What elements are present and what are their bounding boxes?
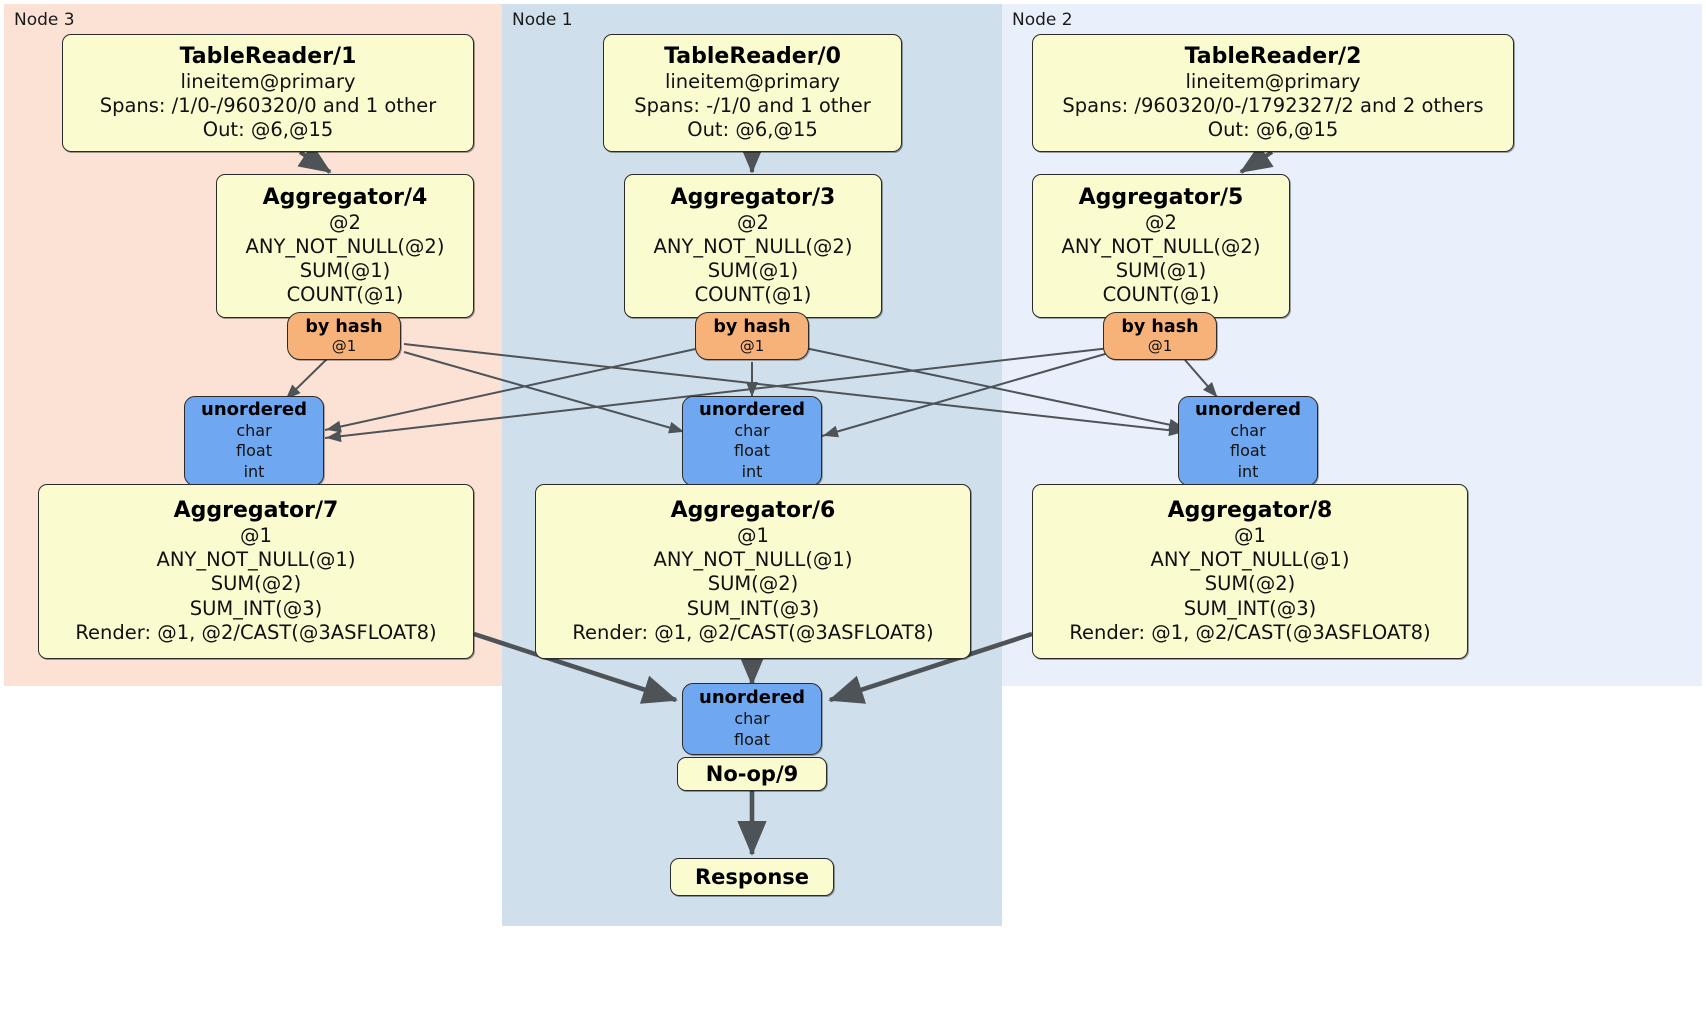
panel-node3-label: Node 3 — [14, 10, 75, 30]
table-reader-node1-out: Out: @6,@15 — [687, 118, 818, 142]
table-reader-node2-out: Out: @6,@15 — [1207, 118, 1339, 142]
table-reader-node3-table: lineitem@primary — [180, 69, 356, 93]
stream-unordered-node1-t3: int — [741, 462, 763, 482]
aggregator-8-agg3: SUM_INT(@3) — [1183, 596, 1317, 620]
aggregator-4-title: Aggregator/4 — [262, 184, 428, 210]
aggregator-8-group: @1 — [1234, 524, 1266, 548]
stream-unordered-final-title: unordered — [699, 687, 805, 709]
aggregator-6-render: Render: @1, @2/CAST(@3ASFLOAT8) — [572, 620, 934, 644]
stream-unordered-node3-t1: char — [236, 420, 272, 440]
aggregator-6-agg3: SUM_INT(@3) — [686, 596, 820, 620]
aggregator-4-agg1: ANY_NOT_NULL(@2) — [245, 234, 445, 258]
aggregator-4-group: @2 — [329, 210, 361, 234]
stream-unordered-final-t2: float — [734, 729, 770, 749]
stream-unordered-node3-t2: float — [236, 441, 272, 461]
table-reader-node2[interactable]: TableReader/2 lineitem@primary Spans: /9… — [1032, 34, 1514, 152]
stream-unordered-node1-t1: char — [734, 420, 770, 440]
aggregator-3-agg3: COUNT(@1) — [694, 283, 812, 307]
aggregator-8[interactable]: Aggregator/8 @1 ANY_NOT_NULL(@1) SUM(@2)… — [1032, 484, 1468, 659]
router-by-hash-node2[interactable]: by hash @1 — [1103, 312, 1217, 360]
table-reader-node1-title: TableReader/0 — [664, 43, 841, 69]
stream-unordered-node1-t2: float — [734, 441, 770, 461]
router-by-hash-node2-title: by hash — [1121, 316, 1199, 337]
no-op-9-title: No-op/9 — [705, 761, 799, 786]
aggregator-6[interactable]: Aggregator/6 @1 ANY_NOT_NULL(@1) SUM(@2)… — [535, 484, 971, 659]
aggregator-6-title: Aggregator/6 — [670, 498, 836, 524]
response-node[interactable]: Response — [670, 858, 834, 896]
table-reader-node1-spans: Spans: -/1/0 and 1 other — [634, 93, 871, 117]
stream-unordered-node2-t1: char — [1230, 420, 1266, 440]
stream-unordered-node2-t2: float — [1230, 441, 1266, 461]
aggregator-7-agg2: SUM(@2) — [210, 572, 302, 596]
aggregator-6-agg2: SUM(@2) — [707, 572, 799, 596]
stream-unordered-node3[interactable]: unordered char float int — [184, 396, 324, 486]
aggregator-3[interactable]: Aggregator/3 @2 ANY_NOT_NULL(@2) SUM(@1)… — [624, 174, 882, 318]
router-by-hash-node3-title: by hash — [305, 316, 383, 337]
stream-unordered-node1[interactable]: unordered char float int — [682, 396, 822, 486]
aggregator-6-group: @1 — [737, 524, 769, 548]
aggregator-3-agg2: SUM(@1) — [707, 258, 799, 282]
panel-node1-label: Node 1 — [512, 10, 573, 30]
aggregator-7-title: Aggregator/7 — [173, 498, 339, 524]
router-by-hash-node1-title: by hash — [713, 316, 791, 337]
aggregator-8-agg2: SUM(@2) — [1204, 572, 1296, 596]
router-by-hash-node3-col: @1 — [331, 337, 357, 356]
aggregator-5-agg3: COUNT(@1) — [1102, 283, 1220, 307]
router-by-hash-node1[interactable]: by hash @1 — [695, 312, 809, 360]
aggregator-7-agg3: SUM_INT(@3) — [189, 596, 323, 620]
no-op-9[interactable]: No-op/9 — [677, 757, 827, 791]
aggregator-3-agg1: ANY_NOT_NULL(@2) — [653, 234, 853, 258]
aggregator-4-agg3: COUNT(@1) — [286, 283, 404, 307]
table-reader-node3-title: TableReader/1 — [179, 43, 357, 69]
stream-unordered-final-t1: char — [734, 709, 770, 728]
aggregator-5[interactable]: Aggregator/5 @2 ANY_NOT_NULL(@2) SUM(@1)… — [1032, 174, 1290, 318]
aggregator-6-agg1: ANY_NOT_NULL(@1) — [653, 548, 853, 572]
aggregator-8-agg1: ANY_NOT_NULL(@1) — [1150, 548, 1350, 572]
table-reader-node3-spans: Spans: /1/0-/960320/0 and 1 other — [99, 93, 437, 117]
table-reader-node3[interactable]: TableReader/1 lineitem@primary Spans: /1… — [62, 34, 474, 152]
stream-unordered-node2-title: unordered — [1195, 399, 1301, 420]
table-reader-node3-out: Out: @6,@15 — [202, 118, 334, 142]
aggregator-3-group: @2 — [737, 210, 769, 234]
aggregator-7-agg1: ANY_NOT_NULL(@1) — [156, 548, 356, 572]
stream-unordered-node3-t3: int — [243, 462, 265, 482]
aggregator-5-group: @2 — [1145, 210, 1177, 234]
aggregator-7-render: Render: @1, @2/CAST(@3ASFLOAT8) — [75, 620, 437, 644]
stream-unordered-node2-t3: int — [1237, 462, 1259, 482]
table-reader-node1[interactable]: TableReader/0 lineitem@primary Spans: -/… — [603, 34, 902, 152]
aggregator-3-title: Aggregator/3 — [670, 184, 836, 210]
stream-unordered-node1-title: unordered — [699, 399, 805, 420]
aggregator-5-title: Aggregator/5 — [1078, 184, 1244, 210]
router-by-hash-node1-col: @1 — [739, 337, 765, 356]
aggregator-5-agg1: ANY_NOT_NULL(@2) — [1061, 234, 1261, 258]
aggregator-5-agg2: SUM(@1) — [1115, 258, 1207, 282]
aggregator-8-render: Render: @1, @2/CAST(@3ASFLOAT8) — [1069, 620, 1431, 644]
stream-unordered-node2[interactable]: unordered char float int — [1178, 396, 1318, 486]
aggregator-7-group: @1 — [240, 524, 272, 548]
table-reader-node2-table: lineitem@primary — [1185, 69, 1361, 93]
table-reader-node2-title: TableReader/2 — [1184, 43, 1362, 69]
aggregator-7[interactable]: Aggregator/7 @1 ANY_NOT_NULL(@1) SUM(@2)… — [38, 484, 474, 659]
stream-unordered-final[interactable]: unordered char float — [682, 683, 822, 755]
router-by-hash-node3[interactable]: by hash @1 — [287, 312, 401, 360]
aggregator-4[interactable]: Aggregator/4 @2 ANY_NOT_NULL(@2) SUM(@1)… — [216, 174, 474, 318]
aggregator-8-title: Aggregator/8 — [1167, 498, 1333, 524]
aggregator-4-agg2: SUM(@1) — [299, 258, 391, 282]
table-reader-node1-table: lineitem@primary — [664, 69, 841, 93]
stream-unordered-node3-title: unordered — [201, 399, 307, 420]
table-reader-node2-spans: Spans: /960320/0-/1792327/2 and 2 others — [1062, 93, 1484, 117]
router-by-hash-node2-col: @1 — [1147, 337, 1173, 356]
panel-node2-label: Node 2 — [1012, 10, 1073, 30]
response-title: Response — [694, 864, 810, 889]
